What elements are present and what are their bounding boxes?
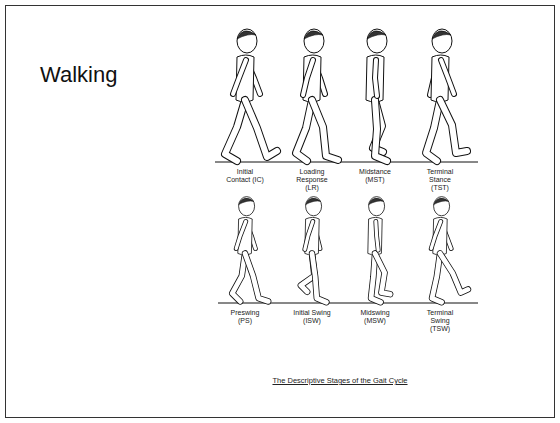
gait-figure-part [426, 100, 440, 161]
gait-figure [368, 197, 390, 303]
gait-figure-part [303, 60, 313, 95]
gait-figure-part [305, 217, 319, 255]
gait-figure-part [432, 31, 451, 39]
gait-figure-part [432, 29, 452, 53]
gait-figure-part [440, 253, 468, 292]
gait-figure-part [376, 221, 378, 250]
gait-figure [301, 197, 327, 303]
gait-figure-part [305, 221, 313, 249]
gait-figure-part [239, 198, 254, 205]
gait-figure-part [233, 60, 246, 94]
slide-frame [6, 6, 555, 418]
gait-figure-part [434, 197, 450, 216]
gait-figure-part [440, 100, 467, 153]
gait-figure-part [239, 197, 255, 216]
gait-figure-part [303, 60, 313, 95]
gait-figure [232, 197, 268, 302]
gait-figure-part [376, 221, 378, 250]
gait-figure-part [304, 29, 324, 53]
gait-figure [366, 29, 387, 161]
slide-title: Walking [40, 62, 117, 88]
gait-figure-part [369, 197, 385, 216]
stage-label: Preswing (PS) [226, 309, 264, 325]
gait-figure-part [296, 100, 312, 161]
gait-figure-part [225, 100, 245, 161]
gait-figure-part [366, 55, 384, 102]
stage-label: Midstance (MST) [356, 168, 394, 184]
gait-figure-part [306, 197, 322, 216]
gait-figure-part [245, 100, 277, 157]
stage-label: Terminal Stance (TST) [421, 168, 459, 192]
stage-label: Initial Contact (IC) [226, 168, 264, 184]
gait-figure-part [312, 253, 326, 302]
gait-figure [431, 197, 468, 303]
gait-figure-part [305, 221, 313, 249]
gait-figure-part [304, 31, 323, 39]
gait-figure-part [312, 253, 326, 302]
gait-figure-part [432, 253, 442, 302]
gait-figure-part [367, 29, 387, 53]
gait-figure-part [303, 55, 321, 102]
gait-figure-part [375, 100, 387, 161]
gait-figure [296, 29, 338, 161]
gait-figure-part [375, 60, 377, 96]
gait-figure [225, 29, 277, 161]
gait-figure-part [440, 253, 468, 292]
gait-figure-part [312, 100, 338, 160]
gait-figure-part [441, 60, 454, 94]
figure-caption: The Descriptive Stages of the Gait Cycle [240, 376, 440, 385]
gait-figure-part [232, 253, 245, 301]
gait-figure-part [431, 221, 441, 248]
gait-figure-part [434, 198, 449, 205]
gait-figure-part [245, 100, 277, 157]
gait-figure-part [296, 100, 312, 161]
stage-label: Initial Swing (ISW) [293, 309, 331, 325]
stage-label: Loading Response (LR) [293, 168, 331, 192]
gait-figure-part [312, 100, 338, 160]
gait-figure-part [237, 31, 256, 39]
gait-figure-part [368, 217, 382, 255]
gait-figure-part [236, 221, 246, 248]
gait-figure-part [225, 100, 245, 161]
gait-figure-part [237, 29, 257, 53]
gait-figure-part [367, 31, 386, 39]
gait-figure-part [245, 253, 268, 301]
gait-figure-part [233, 60, 246, 94]
gait-figure-part [369, 198, 384, 205]
gait-figure-part [375, 100, 387, 161]
gait-figure-part [236, 221, 246, 248]
gait-figure-part [375, 253, 390, 294]
gait-figure-part [375, 60, 377, 96]
gait-figure-part [306, 198, 321, 205]
gait-figure-part [431, 221, 441, 248]
stage-label: Midswing (MSW) [356, 309, 394, 325]
gait-figure-part [441, 60, 454, 94]
gait-figure-part [245, 253, 268, 301]
gait-figure-part [232, 253, 245, 301]
stage-label: Terminal Swing (TSW) [421, 309, 459, 333]
gait-figure-part [432, 253, 442, 302]
gait-figure-part [426, 100, 440, 161]
gait-figure [426, 29, 467, 161]
gait-figure-part [375, 253, 390, 294]
gait-figure-part [440, 100, 467, 153]
